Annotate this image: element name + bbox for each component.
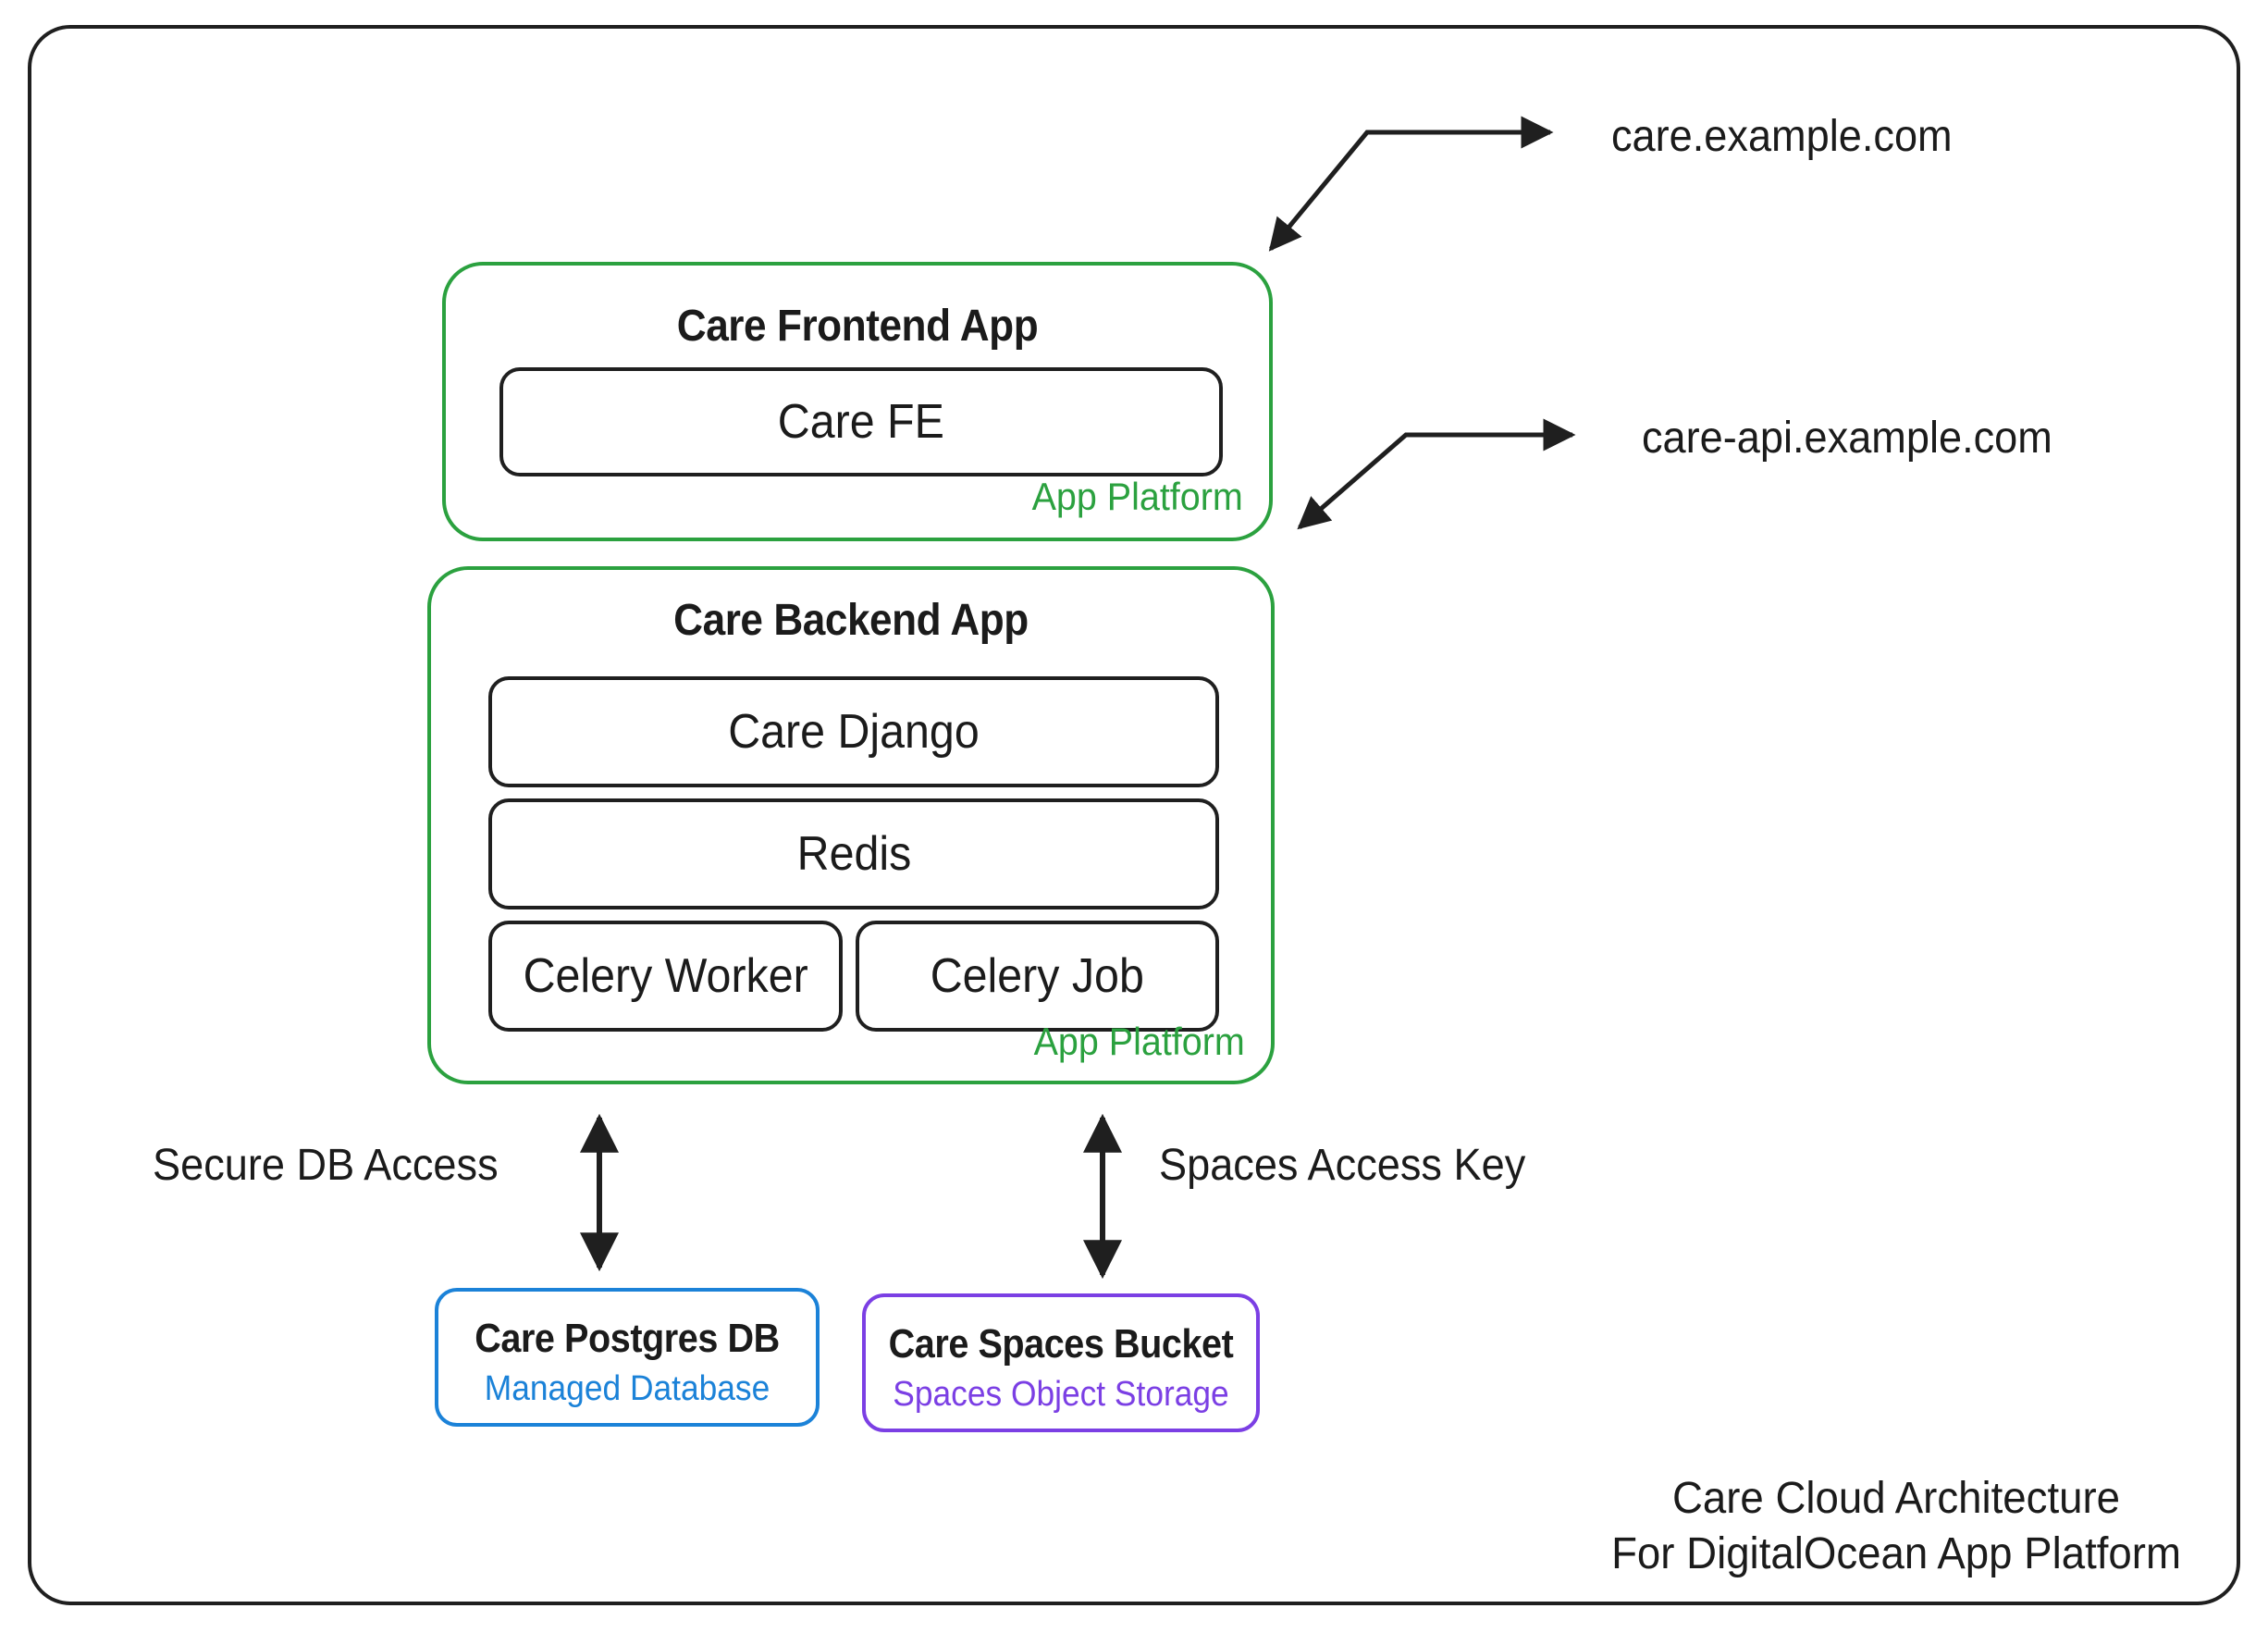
diagram-caption-line-2: For DigitalOcean App Platform (1611, 1529, 2181, 1578)
group-care-backend-app[interactable]: Care Backend App Care Django Redis Celer… (427, 566, 1275, 1084)
resource-title-care-postgres-db: Care Postgres DB (475, 1316, 780, 1361)
service-label-celery-worker: Celery Worker (523, 949, 808, 1003)
connection-label-spaces-access-key: Spaces Access Key (1159, 1141, 1526, 1190)
service-box-redis[interactable]: Redis (488, 798, 1219, 909)
group-title-frontend: Care Frontend App (676, 302, 1039, 351)
service-label-care-fe: Care FE (777, 395, 945, 449)
service-label-care-django: Care Django (728, 705, 980, 759)
resource-subtitle-managed-database: Managed Database (484, 1369, 770, 1408)
platform-label-frontend: App Platform (1031, 475, 1243, 518)
service-box-care-fe[interactable]: Care FE (499, 367, 1223, 476)
service-label-redis: Redis (796, 827, 911, 881)
resource-box-care-spaces-bucket[interactable]: Care Spaces Bucket Spaces Object Storage (862, 1293, 1260, 1432)
group-title-backend: Care Backend App (673, 596, 1029, 645)
group-care-frontend-app[interactable]: Care Frontend App Care FE App Platform (442, 262, 1273, 541)
resource-subtitle-spaces-object-storage: Spaces Object Storage (893, 1375, 1229, 1414)
diagram-caption-line-1: Care Cloud Architecture (1671, 1474, 2121, 1523)
connection-label-secure-db-access: Secure DB Access (153, 1141, 499, 1190)
endpoint-label-care-api-example-com: care-api.example.com (1642, 414, 2052, 463)
endpoint-label-care-example-com: care.example.com (1611, 112, 1953, 161)
service-box-care-django[interactable]: Care Django (488, 676, 1219, 787)
resource-box-care-postgres-db[interactable]: Care Postgres DB Managed Database (435, 1288, 820, 1427)
platform-label-backend: App Platform (1033, 1020, 1245, 1063)
resource-title-care-spaces-bucket: Care Spaces Bucket (888, 1321, 1234, 1367)
service-label-celery-job: Celery Job (930, 949, 1145, 1003)
service-box-celery-worker[interactable]: Celery Worker (488, 921, 843, 1032)
diagram-outer-frame (28, 25, 2240, 1605)
diagram-caption: Care Cloud Architecture For DigitalOcean… (1589, 1471, 2204, 1582)
service-box-celery-job[interactable]: Celery Job (856, 921, 1219, 1032)
